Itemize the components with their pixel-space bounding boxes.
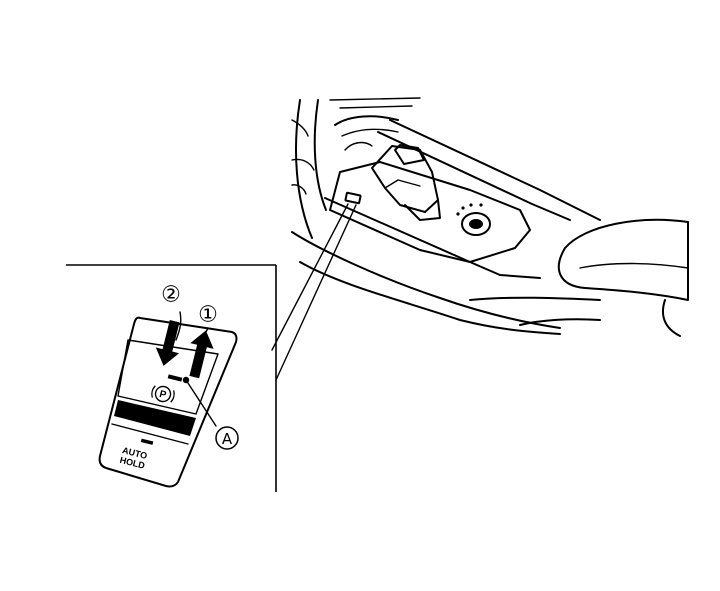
parking-brake-switch	[117, 339, 219, 415]
callout-leader-2	[175, 311, 182, 341]
svg-text:A: A	[222, 430, 233, 448]
switch-housing	[98, 316, 238, 488]
switch-panel: P AUTO HOLD	[98, 316, 238, 488]
drive-mode-dial	[461, 212, 491, 236]
inset-frame	[66, 264, 277, 492]
parking-symbol: P	[158, 389, 167, 401]
pull-up-arrow-icon	[189, 330, 214, 379]
push-down-arrow-icon	[155, 319, 180, 366]
callout-leader-1	[201, 327, 209, 341]
callout-indicator-a: A	[215, 426, 239, 450]
auto-hold-lamp	[140, 438, 154, 445]
center-console-scene	[271, 97, 689, 381]
callout-step-pull: ①	[198, 303, 218, 328]
steering-wheel-rim	[295, 99, 313, 239]
indicator-lamp	[167, 374, 183, 382]
leader-line-upper	[271, 203, 349, 351]
callout-step-push: ②	[161, 283, 181, 308]
switch-divider	[114, 400, 196, 436]
armrest	[557, 218, 689, 301]
parking-brake-icon: P	[151, 385, 175, 403]
leader-line-lower	[275, 204, 357, 381]
console-panel	[329, 161, 531, 263]
auto-hold-button: AUTO HOLD	[119, 445, 149, 471]
callout-leader-a	[185, 379, 217, 427]
console-brake-switch	[344, 191, 362, 205]
